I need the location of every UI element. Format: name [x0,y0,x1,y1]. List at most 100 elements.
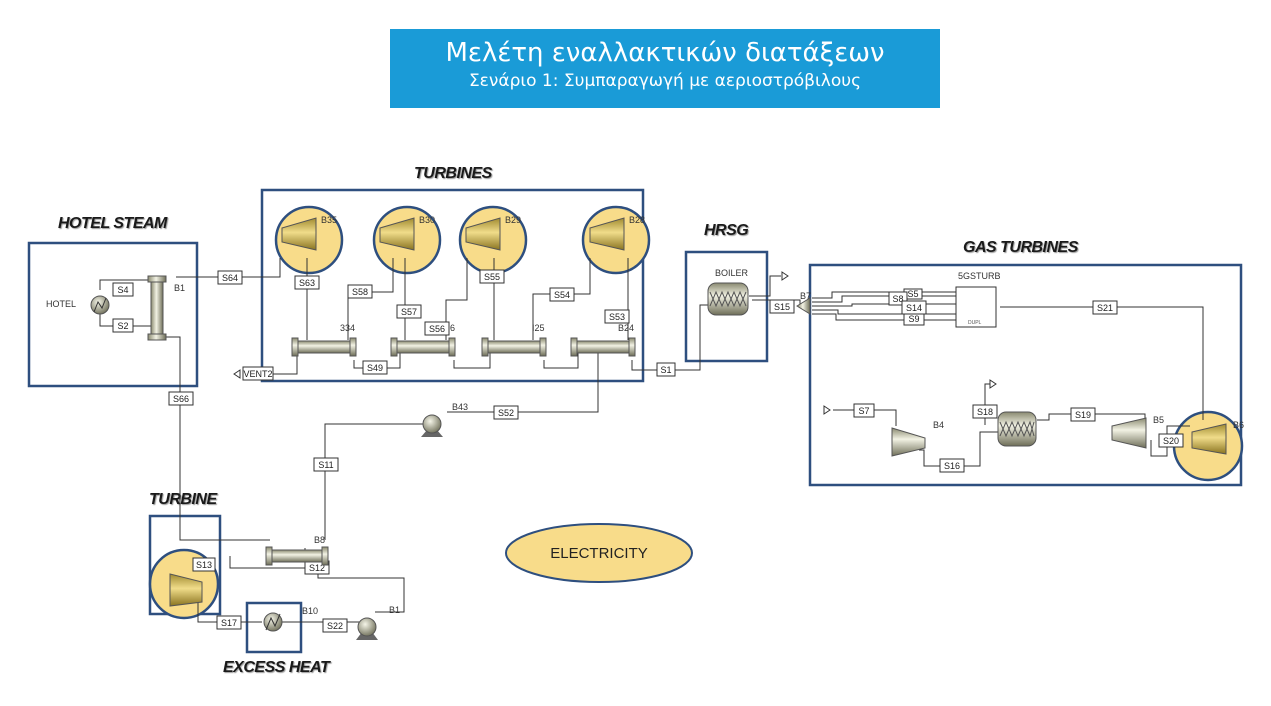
block-label-b5: B5 [1153,415,1164,425]
column-b1-icon [147,275,167,341]
svg-text:S15: S15 [774,302,790,312]
stream-s2: S2 [112,318,134,333]
stream-s66: S66 [168,391,194,406]
turbine-b30-icon [379,217,415,251]
feed-s7-arrow-icon [823,405,831,415]
stream-s1: S1 [656,362,676,377]
svg-text:S7: S7 [858,406,869,416]
block-label-b8: B8 [314,535,325,545]
vent-arrow-icon [233,369,241,379]
dupl-block-icon [955,286,997,328]
stream-s63: S63 [294,275,320,290]
pump-b1-icon [356,617,378,640]
svg-text:S16: S16 [944,461,960,471]
svg-text:S12: S12 [309,563,325,573]
svg-text:VENT2: VENT2 [243,369,272,379]
svg-text:S13: S13 [196,560,212,570]
stream-s21: S21 [1092,300,1118,315]
svg-text:S4: S4 [117,285,128,295]
block-label-b36: 6 [450,323,455,333]
block-label-b34: 334 [340,323,355,333]
svg-text:S9: S9 [908,314,919,324]
stream-s14: S14 [901,300,927,315]
section-label-turbines: TURBINES [414,165,492,182]
svg-text:S64: S64 [222,273,238,283]
block-label-b30: B30 [419,215,435,225]
svg-text:S19: S19 [1075,410,1091,420]
stream-vent2: VENT2 [242,366,274,381]
frame-hrsg [684,250,769,363]
frame-gas-turbines [808,263,1243,487]
svg-text:S2: S2 [117,321,128,331]
stream-s57: S57 [396,304,422,319]
page-title: Μελέτη εναλλακτικών διατάξεων [445,38,885,68]
boiler-icon [707,282,749,316]
s18-arrow-icon [989,379,997,389]
svg-text:S14: S14 [906,303,922,313]
section-label-turbine: TURBINE [149,491,217,508]
block-label-sgsturb: 5GSTURB [958,271,1001,281]
block-label-b1-column: B1 [174,283,185,293]
block-label-hotel: HOTEL [46,299,76,309]
heat-exchanger-b25-icon [481,337,547,357]
electricity-label: ELECTRICITY [550,545,648,562]
block-label-b24: B24 [618,323,634,333]
svg-text:S18: S18 [977,407,993,417]
stream-s22: S22 [322,618,348,633]
svg-text:S56: S56 [429,324,445,334]
svg-text:S63: S63 [299,278,315,288]
block-label-b25: I25 [532,323,545,333]
section-label-excess-heat: EXCESS HEAT [223,659,330,676]
svg-text:S49: S49 [367,363,383,373]
svg-text:S5: S5 [907,289,918,299]
svg-text:S20: S20 [1163,436,1179,446]
stream-s9: S9 [903,312,925,326]
turbine-bottom-icon [169,573,203,607]
svg-text:S1: S1 [660,365,671,375]
section-label-hotel-steam: HOTEL STEAM [58,215,167,232]
block-label-b7: B7 [800,291,811,301]
block-label-boiler: BOILER [715,268,749,278]
stream-s17: S17 [216,615,242,630]
stream-s56: S56 [424,321,450,336]
svg-text:S55: S55 [484,272,500,282]
block-label-b4: B4 [933,420,944,430]
heat-exchanger-b34-icon [291,337,357,357]
svg-text:S58: S58 [352,287,368,297]
block-label-b1-pump: B1 [389,605,400,615]
svg-text:S57: S57 [401,307,417,317]
turbine-b6-icon [1191,423,1227,455]
turbine-b35-icon [281,217,317,251]
stream-s64: S64 [217,270,243,285]
heat-exchanger-b36-icon [390,337,456,357]
combustor-icon [997,411,1037,447]
stream-s18: S18 [972,404,998,419]
svg-text:S11: S11 [318,460,333,470]
stream-s55: S55 [479,269,505,284]
pump-b43-icon [421,414,443,437]
turbine-b28-icon [589,217,625,251]
stream-s7: S7 [853,403,875,418]
stream-s58: S58 [347,284,373,299]
frame-hotel-steam [27,241,199,388]
stream-s11: S11 [313,457,339,472]
stream-s16: S16 [939,458,965,473]
block-label-b43: B43 [452,402,468,412]
svg-text:S8: S8 [892,294,903,304]
stream-s53: S53 [604,309,630,324]
svg-text:S66: S66 [173,394,189,404]
stream-s13: S13 [192,557,216,572]
section-label-gas-turbines: GAS TURBINES [963,239,1078,256]
page-subtitle: Σενάριο 1: Συμπαραγωγή με αεριοστρόβιλου… [468,71,862,91]
heat-exchanger-b8-icon [265,546,329,566]
svg-text:S54: S54 [554,290,570,300]
block-label-b28: B28 [629,215,645,225]
svg-text:S17: S17 [221,618,237,628]
mixer-b7-icon [796,297,811,315]
stream-s20: S20 [1158,433,1184,448]
equipment: HOTEL B1 B35 B30 B29 B28 334 6 [46,215,1244,640]
hotel-heater-icon [90,295,110,315]
boiler-vent-arrow-icon [781,271,789,281]
compressor-b5-icon [1111,417,1147,449]
